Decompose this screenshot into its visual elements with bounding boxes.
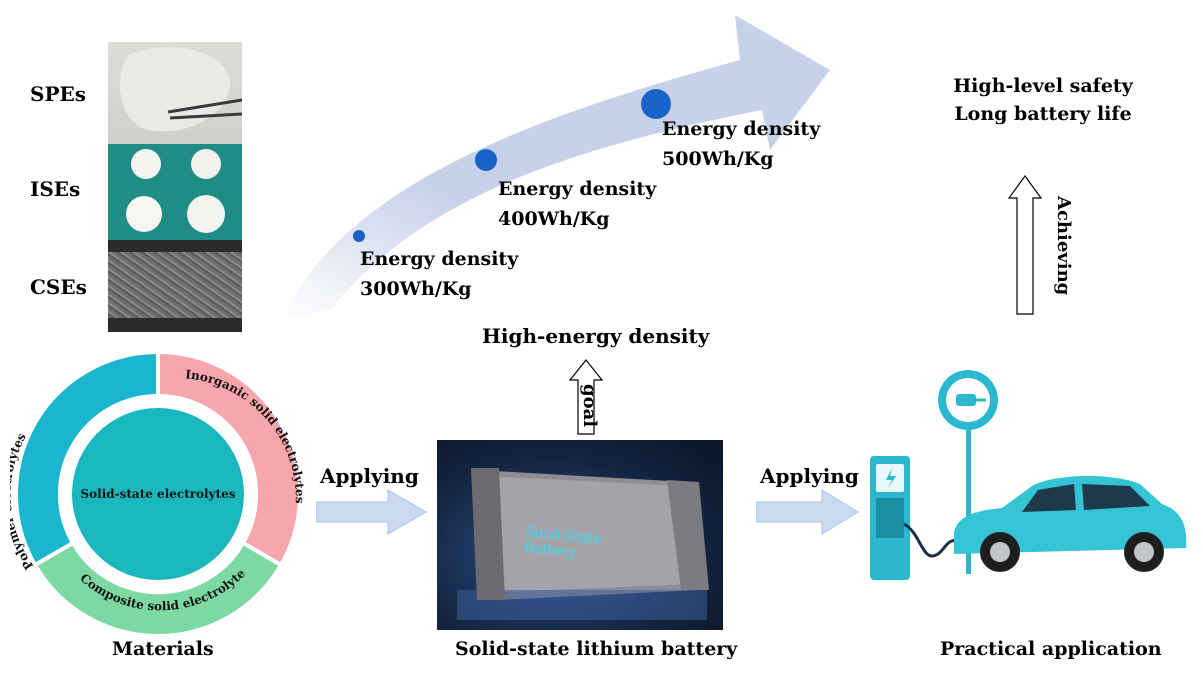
- flow-arrow-1: [316, 489, 427, 535]
- donut-center-label: Solid-state electrolytes: [80, 487, 235, 501]
- segment-inorganic: [156, 349, 302, 568]
- electrolyte-donut: Polymer electrolytes Inorganic solid ele…: [10, 344, 306, 639]
- milestone-300-label: Energy density: [360, 248, 519, 270]
- roadmap-arrow-shape: [282, 15, 830, 320]
- segment-polymer: [14, 349, 160, 568]
- spes-photo: [108, 42, 242, 144]
- ises-photo: [108, 144, 242, 240]
- goal-arrow: [568, 359, 604, 435]
- outcome-line-2: Long battery life: [954, 103, 1132, 125]
- goal-label: goal: [579, 384, 600, 428]
- milestone-300: Energy density 300Wh/Kg: [360, 244, 518, 304]
- sign-post: [966, 424, 971, 574]
- label-cses: CSEs: [30, 275, 87, 299]
- label-ises: ISEs: [30, 177, 81, 201]
- cses-photo: [108, 240, 242, 332]
- battery-caption: Solid-state lithium battery: [455, 638, 738, 660]
- milestone-400-label: Energy density: [498, 178, 657, 200]
- ev-illustration: [870, 370, 1187, 580]
- milestone-400-value: 400Wh/Kg: [498, 208, 610, 230]
- milestone-500-value: 500Wh/Kg: [662, 148, 774, 170]
- milestone-500-label: Energy density: [662, 118, 821, 140]
- outcome-text: High-level safety Long battery life: [948, 72, 1138, 128]
- achieving-arrow: [1007, 174, 1043, 315]
- achieving-label: Achieving: [1053, 196, 1074, 296]
- charging-cable: [903, 522, 959, 558]
- outcome-line-1: High-level safety: [953, 75, 1133, 97]
- applying-label-1: Applying: [320, 464, 419, 488]
- label-spes: SPEs: [30, 82, 86, 106]
- application-caption: Practical application: [940, 638, 1162, 660]
- materials-caption: Materials: [112, 638, 214, 660]
- milestone-400: Energy density 400Wh/Kg: [498, 174, 656, 234]
- milestone-dot-300: [353, 230, 365, 242]
- applying-label-2: Applying: [760, 464, 859, 488]
- milestone-300-value: 300Wh/Kg: [360, 278, 472, 300]
- donut-center: [72, 408, 244, 580]
- milestone-500: Energy density 500Wh/Kg: [662, 114, 820, 174]
- goal-target: High-energy density: [482, 324, 710, 348]
- milestone-dot-500: [641, 89, 671, 119]
- bolt-icon: [886, 468, 896, 488]
- battery-image: Solid-State Battery: [437, 440, 723, 630]
- flow-arrow-2: [756, 489, 859, 535]
- milestone-dot-400: [475, 149, 497, 171]
- segment-composite: [32, 540, 284, 639]
